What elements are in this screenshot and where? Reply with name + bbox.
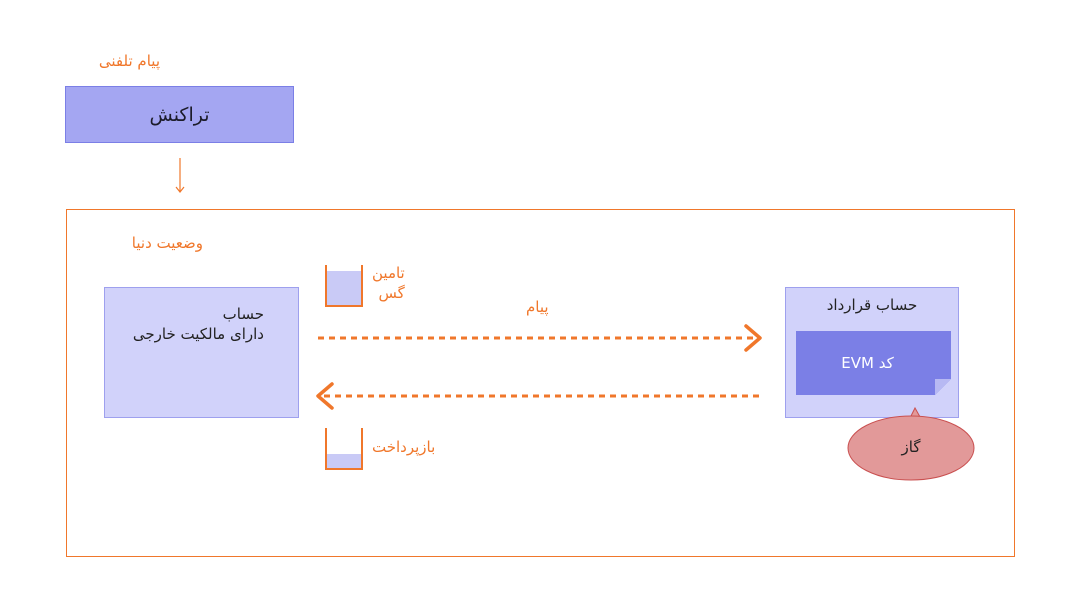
- transaction-label: تراکنش: [149, 103, 210, 126]
- transaction-box: تراکنش: [65, 86, 294, 143]
- contract-account-label: حساب قرارداد: [826, 296, 918, 314]
- gas-bubble: [847, 406, 975, 481]
- eoa-line2: دارای مالکیت خارجی: [132, 325, 264, 343]
- world-state-label: وضعیت دنیا: [131, 234, 203, 252]
- world-state-frame: [66, 209, 1015, 557]
- gas-supply-fill: [327, 271, 361, 305]
- evm-code-page: [796, 331, 951, 395]
- gas-label: گاز: [901, 438, 921, 456]
- message-call-label: پیام تلفنی: [98, 52, 160, 70]
- message-label: پیام: [526, 298, 549, 316]
- refund-fill: [327, 454, 361, 468]
- return-arrow: [316, 382, 762, 410]
- gas-supply-cup: [325, 265, 363, 307]
- evm-code-label: کد EVM: [841, 354, 894, 372]
- gas-supply-label: تامین گس: [372, 263, 405, 303]
- message-arrow: [318, 324, 762, 352]
- externally-owned-account-box: حساب دارای مالکیت خارجی: [104, 287, 299, 418]
- refund-label: بازپرداخت: [372, 438, 436, 456]
- gas-supply-line1: تامین: [372, 264, 405, 282]
- gas-supply-line2: گس: [378, 284, 405, 302]
- eoa-line1: حساب: [222, 305, 264, 323]
- down-arrow-icon: [175, 158, 185, 193]
- refund-cup: [325, 428, 363, 470]
